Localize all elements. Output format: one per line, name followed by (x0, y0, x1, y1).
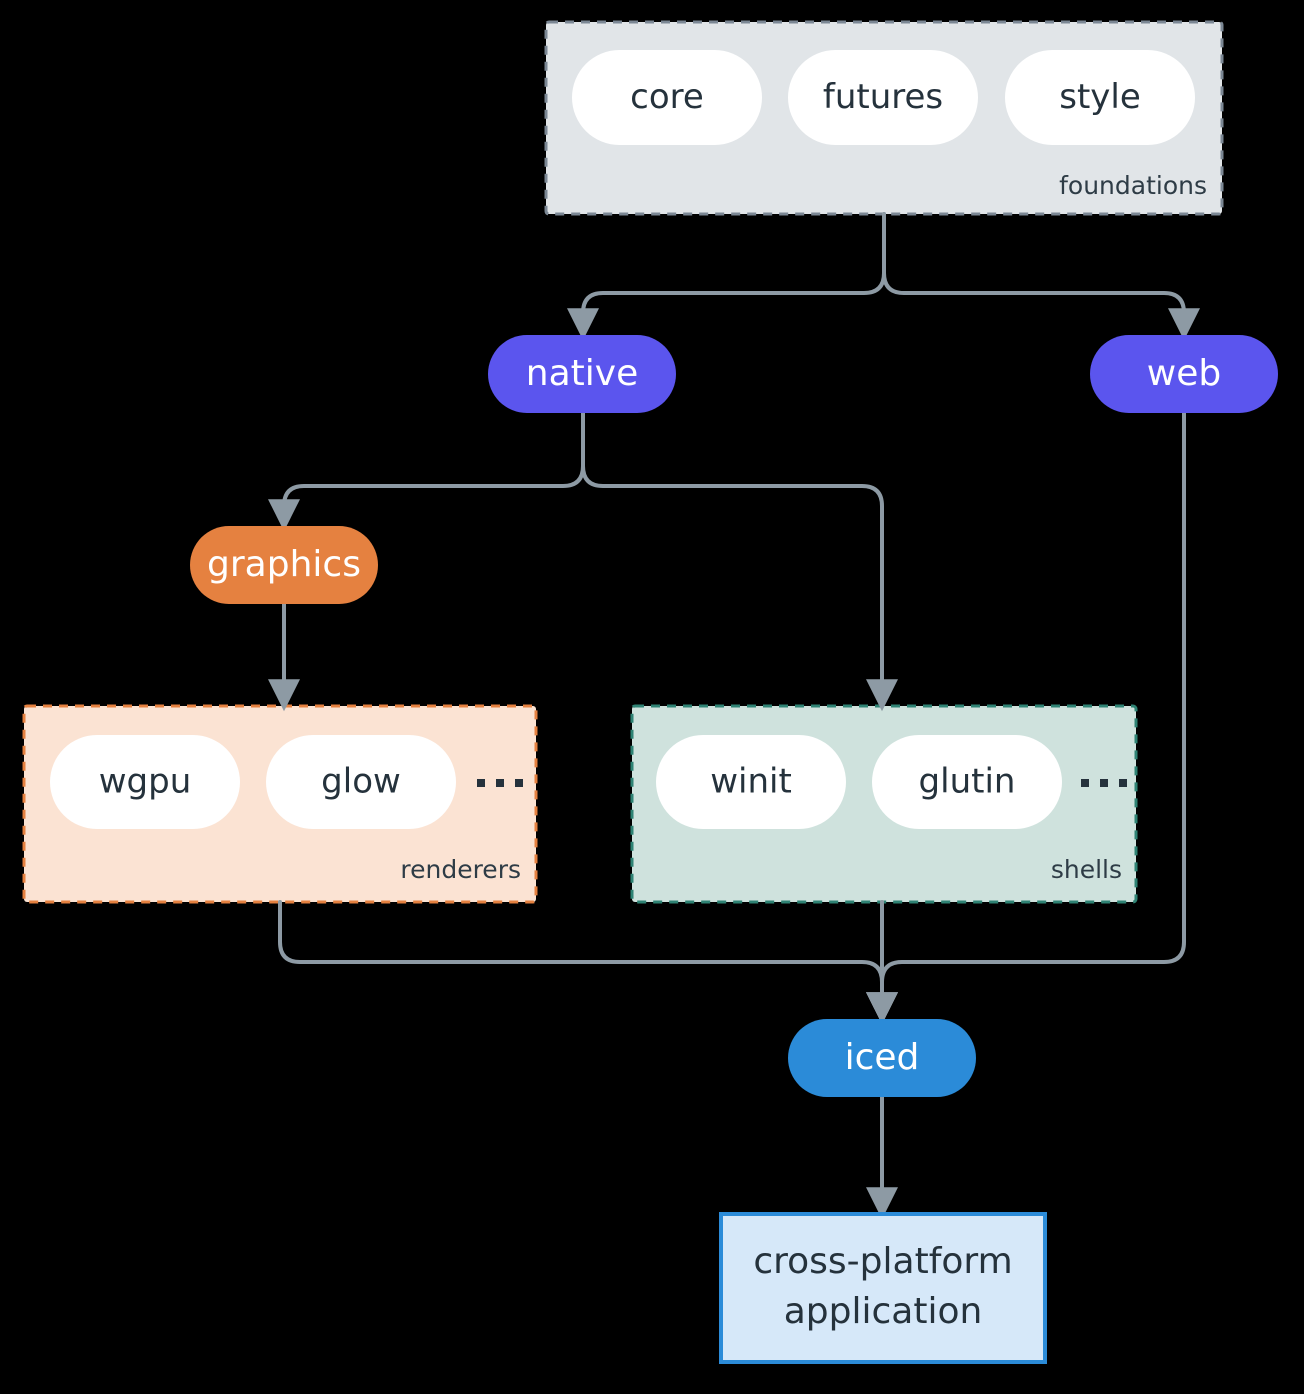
cluster-item-style[interactable]: style (1005, 50, 1195, 145)
node-graphics[interactable]: graphics (190, 526, 378, 604)
cluster-item-core-label: core (630, 77, 704, 117)
node-iced-label: iced (845, 1037, 920, 1078)
ellipsis-dot (1119, 779, 1127, 787)
ellipsis-dot (496, 779, 504, 787)
box-application[interactable]: cross-platform application (719, 1212, 1047, 1364)
box-application-shape (719, 1212, 1047, 1364)
node-native-label: native (526, 353, 638, 394)
node-web-label: web (1147, 353, 1221, 394)
node-web[interactable]: web (1090, 335, 1278, 413)
ellipsis-dot (1081, 779, 1089, 787)
cluster-item-glutin[interactable]: glutin (872, 735, 1062, 829)
cluster-renderers-ellipsis-icon (477, 779, 523, 787)
cluster-item-glutin-shape (872, 735, 1062, 829)
node-native[interactable]: native (488, 335, 676, 413)
nodes-layer: native web graphics iced (190, 335, 1278, 1097)
cluster-item-futures-shape (788, 50, 978, 145)
cluster-item-wgpu[interactable]: wgpu (50, 735, 240, 829)
box-application-line: cross-platform (753, 1241, 1012, 1282)
node-web-shape (1090, 335, 1278, 413)
cluster-item-core-shape (572, 50, 762, 145)
edge-foundations-to-native (567, 212, 886, 341)
ellipsis-dot (477, 779, 485, 787)
edge-native-to-graphics (268, 411, 585, 532)
cluster-item-glow[interactable]: glow (266, 735, 456, 829)
cluster-shells-ellipsis-icon (1081, 779, 1127, 787)
cluster-item-futures-label: futures (823, 77, 943, 117)
node-native-shape (488, 335, 676, 413)
node-iced-shape (788, 1019, 976, 1097)
clusters-layer: core futures style foundations wgpu glow rende… (22, 20, 1224, 904)
ellipsis-dot (515, 779, 523, 787)
cluster-shells-label: shells (1051, 855, 1122, 884)
cluster-renderers: wgpu glow renderers (22, 704, 538, 904)
cluster-item-glow-label: glow (321, 762, 401, 802)
cluster-item-winit-shape (656, 735, 846, 829)
edge-renderers-to-iced (278, 900, 898, 1025)
cluster-shells: winit glutin shells (630, 704, 1138, 904)
cluster-renderers-label: renderers (400, 855, 521, 884)
edge-native-to-shells (581, 411, 898, 712)
node-graphics-label: graphics (207, 544, 361, 585)
cluster-item-futures[interactable]: futures (788, 50, 978, 145)
cluster-item-style-shape (1005, 50, 1195, 145)
edge-foundations-to-web (882, 212, 1200, 341)
edges-layer (268, 212, 1200, 1220)
node-iced[interactable]: iced (788, 1019, 976, 1097)
boxes-layer: cross-platform application (719, 1212, 1047, 1364)
cluster-item-glutin-label: glutin (919, 762, 1016, 802)
cluster-item-winit-label: winit (710, 762, 792, 802)
cluster-item-style-label: style (1059, 77, 1141, 117)
cluster-foundations: core futures style foundations (544, 20, 1224, 216)
edge-web-to-iced (866, 411, 1186, 1025)
node-graphics-shape (190, 526, 378, 604)
cluster-item-winit[interactable]: winit (656, 735, 846, 829)
cluster-item-glow-shape (266, 735, 456, 829)
cluster-item-wgpu-shape (50, 735, 240, 829)
cluster-foundations-label: foundations (1059, 171, 1207, 200)
cluster-item-core[interactable]: core (572, 50, 762, 145)
ellipsis-dot (1100, 779, 1108, 787)
cluster-item-wgpu-label: wgpu (99, 762, 192, 802)
box-application-line: application (784, 1291, 983, 1332)
